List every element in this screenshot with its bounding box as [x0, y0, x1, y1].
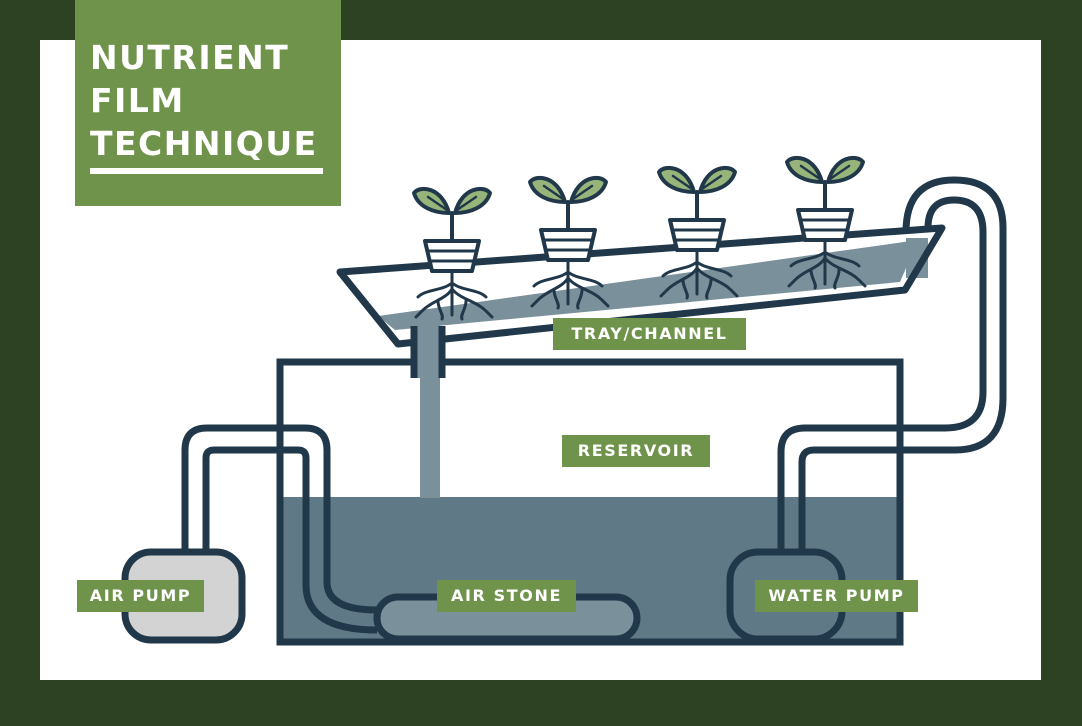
delivery-pipe — [777, 196, 987, 552]
reservoir-outline — [276, 358, 904, 646]
title-box: NUTRIENT FILM TECHNIQUE — [75, 0, 341, 206]
title-underline — [90, 168, 323, 174]
air-hose — [181, 424, 378, 614]
drain-fitting — [413, 326, 443, 378]
title-line-2: FILM — [90, 81, 185, 120]
tray-water — [378, 240, 918, 330]
reservoir-label: RESERVOIR — [562, 435, 710, 467]
water-pump-label: WATER PUMP — [755, 580, 918, 612]
air-pump-label: AIR PUMP — [77, 580, 204, 612]
diagram-title: NUTRIENT FILM TECHNIQUE — [90, 36, 318, 165]
title-line-3: TECHNIQUE — [90, 124, 318, 163]
tray-channel-label: TRAY/CHANNEL — [553, 318, 746, 350]
title-line-1: NUTRIENT — [90, 38, 290, 77]
plant-1 — [412, 186, 494, 321]
air-stone-label: AIR STONE — [437, 580, 576, 612]
tray-outline — [336, 224, 946, 348]
